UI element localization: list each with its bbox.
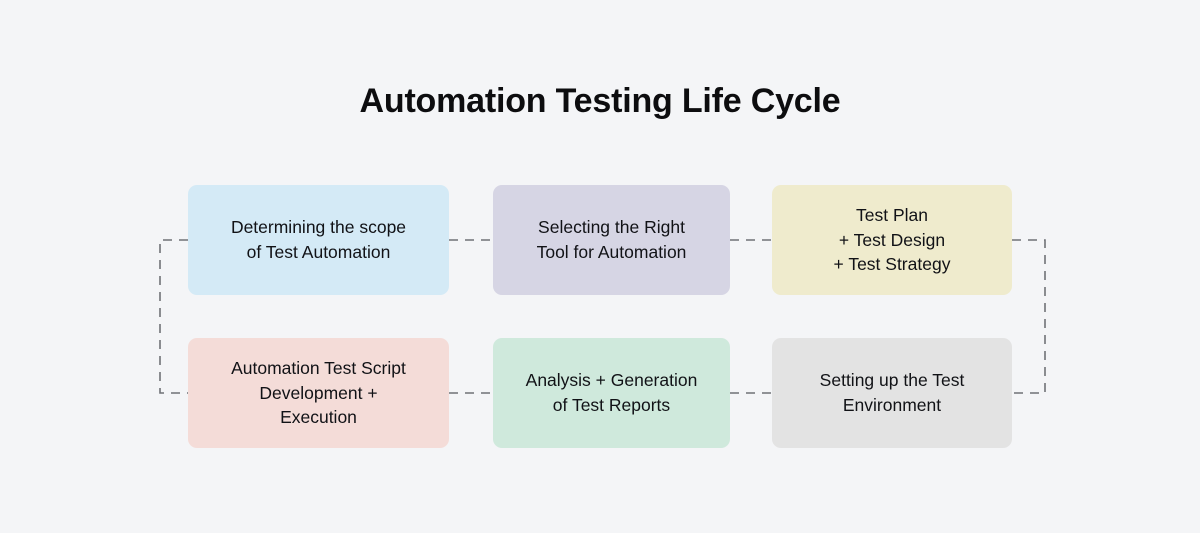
step-label: Analysis + Generation of Test Reports <box>525 370 698 415</box>
step-label: Determining the scope of Test Automation <box>230 217 407 262</box>
connector-right-wrap <box>1012 239 1046 394</box>
step-label: Test Plan + Test Design + Test Strategy <box>833 204 951 275</box>
step-box-test-environment[interactable]: Setting up the Test Environment <box>772 338 1012 448</box>
step-box-selecting-tool[interactable]: Selecting the Right Tool for Automation <box>493 185 730 295</box>
step-box-determining-scope[interactable]: Determining the scope of Test Automation <box>188 185 449 295</box>
step-box-analysis-reports[interactable]: Analysis + Generation of Test Reports <box>493 338 730 448</box>
step-label: Selecting the Right Tool for Automation <box>536 217 687 262</box>
step-box-test-plan[interactable]: Test Plan + Test Design + Test Strategy <box>772 185 1012 295</box>
page-title: Automation Testing Life Cycle <box>359 82 841 120</box>
step-label: Automation Test Script Development + Exe… <box>231 357 406 428</box>
step-label: Setting up the Test Environment <box>819 370 965 415</box>
step-box-script-development[interactable]: Automation Test Script Development + Exe… <box>188 338 449 448</box>
connector-left-wrap <box>159 239 188 394</box>
